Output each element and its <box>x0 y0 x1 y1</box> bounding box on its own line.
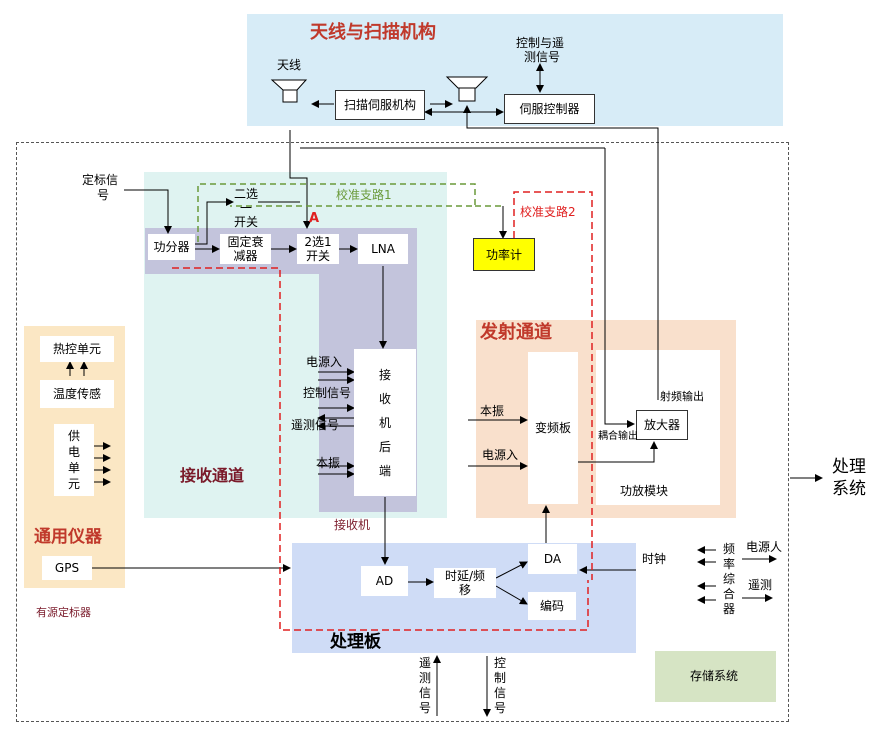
receive-channel-title: 接收通道 <box>180 466 245 485</box>
servo-controller-label: 伺服控制器 <box>519 102 580 116</box>
amplifier-label: 放大器 <box>643 418 680 432</box>
freq-synth-char-5: 器 <box>722 602 735 616</box>
bottom-telemetry-label: 遥 测 信 号 <box>418 656 432 716</box>
rx-control-signal-label: 控制信号 <box>303 386 352 400</box>
rx-telemetry-label: 遥测信号 <box>291 418 340 432</box>
bottom-telemetry-char-2: 测 <box>418 671 431 685</box>
thermal-unit-label: 热控单元 <box>52 342 101 356</box>
receiver-label: 接收机 <box>334 518 371 532</box>
receiver-backend-char-4: 后 <box>378 439 391 454</box>
storage-system-label: 存储系统 <box>690 669 739 683</box>
pa-module-label: 功放模块 <box>620 484 669 498</box>
delay-shift-box[interactable]: 时延/频 移 <box>434 568 496 598</box>
marker-a: A <box>309 211 320 226</box>
bottom-control-char-3: 信 <box>493 686 506 700</box>
rx-local-osc-label: 本振 <box>316 456 341 470</box>
switch-2to1-line1: 2选1 <box>304 235 332 249</box>
power-unit-char-1: 供 <box>67 429 80 443</box>
control-telemetry-label-1: 控制与遥 <box>516 36 565 50</box>
processing-system-label: 处理 系统 <box>832 456 866 500</box>
receiver-backend-char-1: 接 <box>378 367 391 382</box>
calibration-path-1-label: 校准支路1 <box>336 188 392 202</box>
ref-signal-label-1: 定标信 <box>82 173 119 187</box>
gps-box[interactable]: GPS <box>42 556 92 580</box>
bottom-telemetry-char-3: 信 <box>418 686 431 700</box>
power-divider-box[interactable]: 功分器 <box>148 234 195 260</box>
bottom-control-label: 控 制 信 号 <box>493 656 507 716</box>
scan-servo-label: 扫描伺服机构 <box>343 98 416 112</box>
temp-sensor-label: 温度传感 <box>52 387 101 401</box>
switch-1of2-line1: 二选一 <box>233 187 258 215</box>
fixed-attenuator-line2: 减器 <box>233 249 258 263</box>
lna-box[interactable]: LNA <box>358 234 408 264</box>
da-label: DA <box>543 552 562 566</box>
freq-synth-char-3: 综 <box>722 572 735 586</box>
receiver-backend-char-3: 机 <box>378 415 391 430</box>
transmit-channel-title: 发射通道 <box>480 322 552 343</box>
freq-synth-label: 频 率 综 合 器 <box>722 542 736 617</box>
freq-synth-char-4: 合 <box>722 587 735 601</box>
da-box[interactable]: DA <box>528 544 577 574</box>
switch-1of2-line2: 开关 <box>233 215 258 229</box>
switch-1of2-box[interactable]: 二选一 开关 <box>233 187 259 229</box>
fixed-attenuator-line1: 固定衰 <box>227 235 264 249</box>
encoder-box[interactable]: 编码 <box>528 592 576 620</box>
freq-synth-char-1: 频 <box>722 542 735 556</box>
power-unit-box[interactable]: 供 电 单 元 <box>54 424 94 496</box>
receiver-backend-char-5: 端 <box>378 463 391 478</box>
ad-label: AD <box>375 574 394 588</box>
bottom-control-char-2: 制 <box>493 671 506 685</box>
storage-system-box <box>655 651 776 702</box>
power-meter-box[interactable]: 功率计 <box>473 238 535 271</box>
ad-box[interactable]: AD <box>361 566 408 596</box>
tx-local-osc-label: 本振 <box>480 404 505 418</box>
servo-controller-box[interactable]: 伺服控制器 <box>504 94 595 124</box>
bottom-control-char-4: 号 <box>493 701 506 715</box>
power-divider-label: 功分器 <box>153 240 190 254</box>
system-dashed-boundary <box>16 142 789 722</box>
antenna-section-title: 天线与扫描机构 <box>310 22 436 43</box>
freq-synth-power-in-label: 电源人 <box>746 540 783 554</box>
power-unit-char-3: 单 <box>67 461 80 475</box>
power-meter-label: 功率计 <box>485 247 522 262</box>
receiver-backend-char-2: 收 <box>378 391 391 406</box>
rx-power-in-label: 电源入 <box>306 355 343 369</box>
converter-board-label: 变频板 <box>534 421 571 435</box>
ref-signal-label-2: 号 <box>97 188 110 202</box>
power-unit-char-2: 电 <box>67 445 80 459</box>
processing-board-title: 处理板 <box>330 632 381 652</box>
switch-2to1-line2: 开关 <box>305 249 330 263</box>
general-instrument-title: 通用仪器 <box>34 527 102 547</box>
clock-label: 时钟 <box>642 552 667 566</box>
active-calibrator-label: 有源定标器 <box>36 606 91 619</box>
delay-shift-line1: 时延/频 <box>444 569 486 583</box>
bottom-telemetry-char-1: 遥 <box>418 656 431 670</box>
power-unit-char-4: 元 <box>67 477 80 491</box>
processing-system-line2: 系统 <box>832 479 866 499</box>
amplifier-box[interactable]: 放大器 <box>636 410 688 440</box>
freq-synth-char-2: 率 <box>722 557 735 571</box>
fixed-attenuator-box[interactable]: 固定衰 减器 <box>220 234 271 264</box>
converter-board-box[interactable]: 变频板 <box>528 352 578 504</box>
switch-2to1-box[interactable]: 2选1 开关 <box>297 234 339 264</box>
thermal-unit-box[interactable]: 热控单元 <box>40 336 114 362</box>
control-telemetry-label-2: 测信号 <box>524 50 561 64</box>
processing-system-line1: 处理 <box>832 457 866 477</box>
gps-label: GPS <box>54 561 80 575</box>
antenna-label: 天线 <box>277 58 302 72</box>
encoder-label: 编码 <box>539 599 564 613</box>
scan-servo-box[interactable]: 扫描伺服机构 <box>335 90 425 120</box>
bottom-control-char-1: 控 <box>493 656 506 670</box>
lna-label: LNA <box>371 242 395 256</box>
receiver-backend-box[interactable]: 接 收 机 后 端 <box>354 349 416 496</box>
calibration-path-2-label: 校准支路2 <box>520 205 576 219</box>
temp-sensor-box[interactable]: 温度传感 <box>40 380 114 408</box>
freq-synth-telemetry-label: 遥测 <box>748 578 773 592</box>
bottom-telemetry-char-4: 号 <box>418 701 431 715</box>
tx-power-in-label: 电源入 <box>482 448 519 462</box>
rf-output-label: 射频输出 <box>660 390 704 403</box>
delay-shift-line2: 移 <box>458 583 471 597</box>
coupled-output-label: 耦合输出 <box>598 431 638 442</box>
